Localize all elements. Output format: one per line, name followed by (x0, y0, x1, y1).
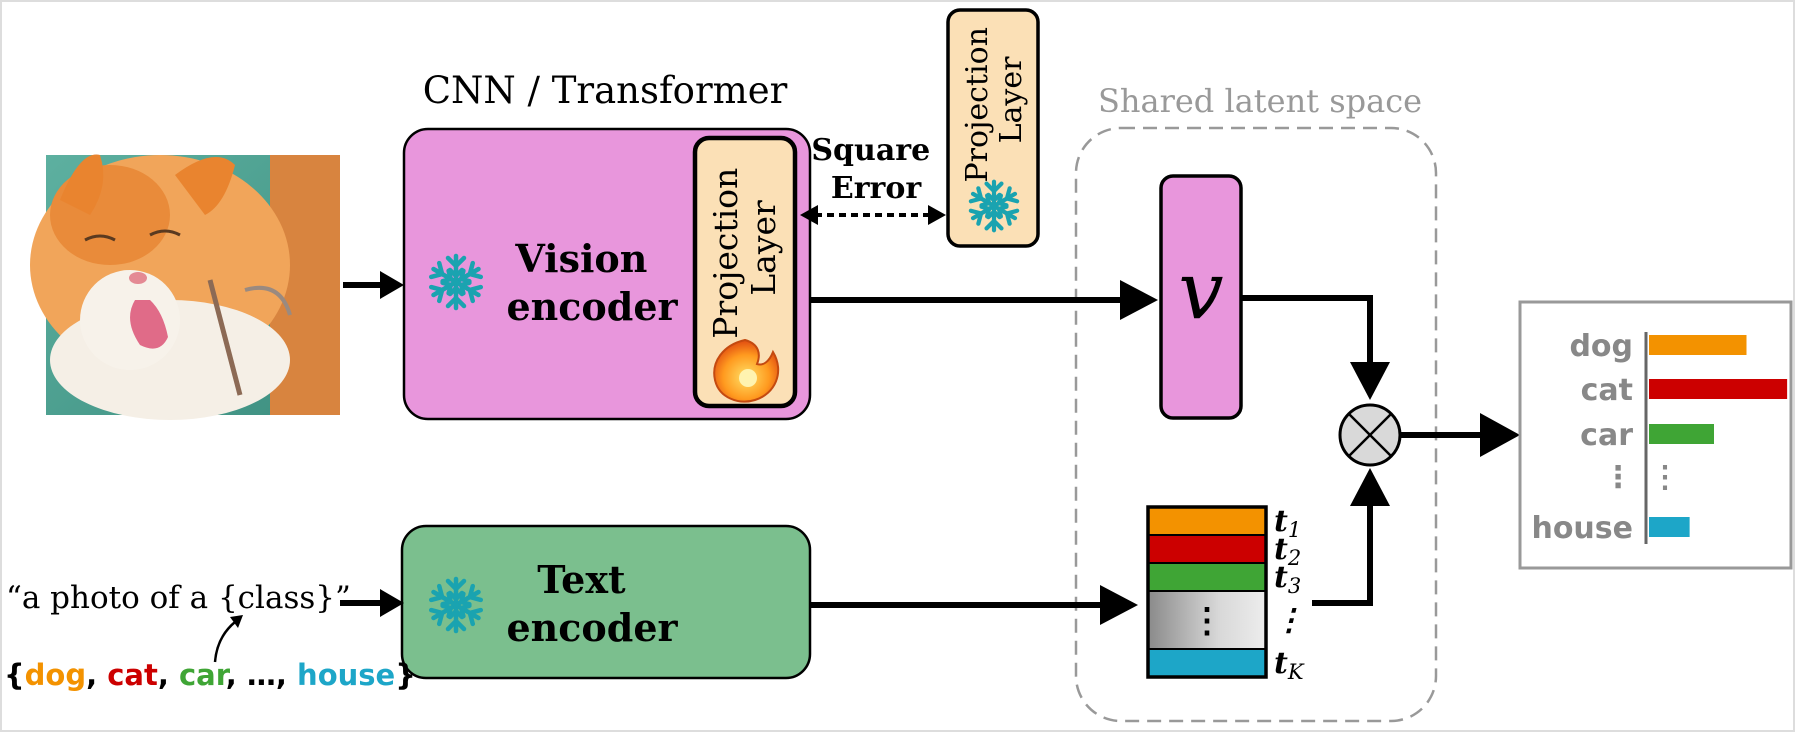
class-close-brace: } (395, 658, 416, 692)
class-item: car (179, 658, 231, 692)
chart-tick-label: ⋮ (1603, 460, 1633, 495)
arrow-text-to-embeddings (810, 585, 1138, 625)
projection-layer-trainable-label: Projection Layer (706, 157, 783, 339)
class-item: house (297, 658, 395, 692)
embedding-label: ⋮ (1274, 603, 1304, 638)
arrow-to-output (1400, 413, 1520, 457)
chart-bar (1649, 517, 1690, 537)
class-item: dog (25, 658, 86, 692)
arrow-image-to-vision (343, 271, 404, 299)
projection-layer-frozen-label: Projection Layer (960, 17, 1029, 182)
shared-space-label: Shared latent space (1098, 82, 1422, 120)
output-chart: dog cat car ⋮ ⋮ house (1531, 329, 1788, 546)
vision-encoder-label: Vision encoder (506, 236, 678, 329)
arrow-embeddings-to-multiply (1312, 468, 1390, 606)
embedding-cell (1147, 506, 1267, 536)
embedding-cell (1147, 534, 1267, 564)
chart-bar (1649, 335, 1747, 355)
model-label: CNN / Transformer (423, 69, 788, 112)
class-open-brace: { (4, 658, 25, 692)
class-item: … (247, 658, 276, 692)
embedding-cell (1147, 590, 1267, 650)
text-encoder-label: Text encoder (506, 557, 678, 650)
class-item: cat (107, 658, 158, 692)
projection-layer-frozen (946, 8, 1040, 248)
chart-tick-label: dog (1569, 329, 1633, 364)
projection-layer-trainable (692, 135, 798, 409)
prompt-text: “a photo of a {class}” (6, 580, 351, 616)
chart-tick-label: car (1580, 418, 1633, 453)
embedding-cell (1147, 562, 1267, 592)
embedding-label: tK (1274, 646, 1305, 684)
square-error-arrow (800, 205, 946, 225)
square-error-label: Square Error (811, 133, 940, 206)
embedding-cell (1147, 648, 1267, 678)
chart-bar (1649, 379, 1788, 399)
embedding-label: t2 (1274, 532, 1301, 570)
arrow-prompt-to-text (340, 589, 404, 617)
arrow-v-to-multiply (1241, 295, 1390, 400)
class-list: {dog, cat, car, …, house} (4, 658, 416, 692)
class-fill-arrow (213, 615, 243, 663)
multiply-node (1338, 403, 1402, 467)
chart-tick-label: house (1531, 511, 1633, 546)
embedding-stack-border (1146, 505, 1268, 679)
cat-image (30, 154, 340, 420)
chart-bar (1649, 424, 1714, 444)
embedding-label: t3 (1274, 560, 1301, 598)
arrow-vision-to-v (810, 280, 1158, 320)
fire-icon (713, 338, 780, 403)
shared-space-region (1074, 126, 1438, 723)
chart-bar-ellipsis: ⋮ (1650, 460, 1680, 495)
chart-tick-label: cat (1581, 373, 1633, 408)
vision-embedding-symbol: v (1178, 244, 1223, 337)
embedding-ellipsis: ⋮ (1190, 601, 1224, 641)
